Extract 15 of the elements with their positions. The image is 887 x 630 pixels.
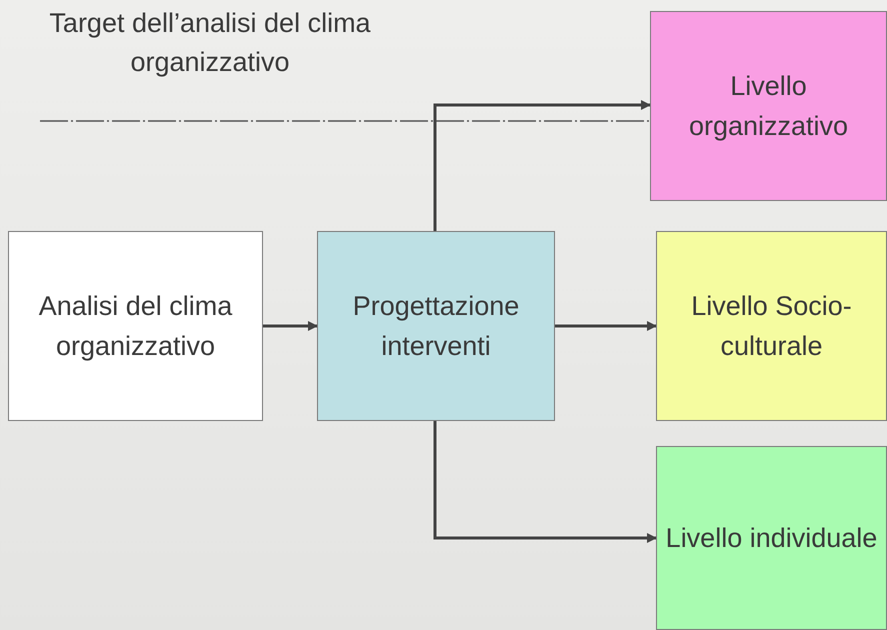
process-box [317,231,555,421]
arrow [434,100,651,231]
process-box [656,231,887,421]
box-label: Progettazione interventi [352,290,520,363]
box-label: Analisi del clima organizzativo [38,290,234,363]
box-label: Livello organizzativo [688,70,850,143]
arrow [434,421,657,543]
process-box [650,11,887,201]
process-box [656,446,887,630]
process-box [8,231,263,421]
arrow [555,321,657,331]
box-label: Livello individuale [666,522,878,555]
heading-text: Target dell’analisi del clima organizzativo [48,7,372,80]
arrow [263,321,318,331]
box-label: Livello Socio-culturale [690,290,853,363]
